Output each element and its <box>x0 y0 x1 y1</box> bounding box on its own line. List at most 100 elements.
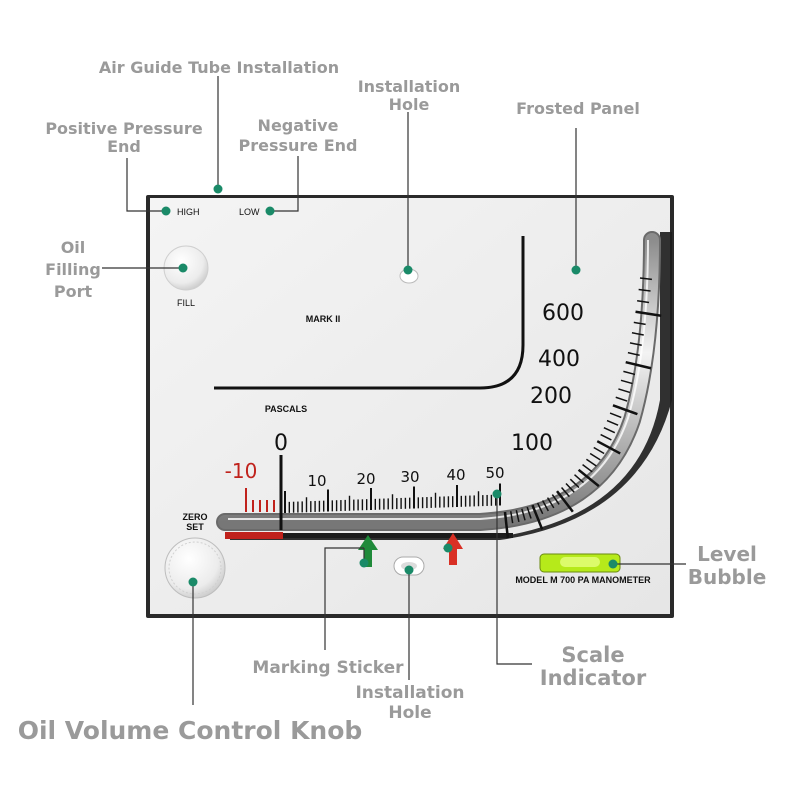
scale-label-600: 600 <box>542 301 584 326</box>
dot-high <box>161 206 171 216</box>
model-label: MODEL M 700 PA MANOMETER <box>515 575 651 585</box>
callout-oil-filling-1: Oil <box>61 238 86 257</box>
curve-scale-tick <box>582 464 593 473</box>
callout-installation-hole-top-1: Installation <box>358 77 461 96</box>
curve-scale-tick <box>600 433 612 441</box>
callout-installation-hole-top-2: Hole <box>389 95 430 114</box>
dot-low <box>265 206 275 216</box>
dot-marking-sticker <box>359 558 369 568</box>
curve-scale-tick <box>577 468 600 488</box>
callout-installation-hole-bottom-1: Installation <box>355 683 464 703</box>
pascals-label: PASCALS <box>265 404 307 414</box>
curve-scale-tick <box>618 388 631 394</box>
curve-scale-tick <box>521 508 526 521</box>
curve-scale-tick <box>625 360 652 370</box>
oil-volume-control-knob <box>164 537 226 599</box>
dot-oil-knob <box>188 577 198 587</box>
zero-set-label-line1: ZERO <box>182 512 207 522</box>
curve-scale-tick <box>551 494 560 505</box>
callout-negative-pressure-2: Pressure End <box>239 136 358 155</box>
level-bubble <box>539 553 621 573</box>
curve-scale-tick <box>638 288 651 292</box>
callout-level-bubble-2: Bubble <box>688 565 767 589</box>
zero-set-label-line2: SET <box>186 522 204 532</box>
curve-scale-tick <box>637 300 650 304</box>
scale-label-200: 200 <box>530 384 572 409</box>
curve-scale-tick <box>565 482 575 493</box>
scale-label-50: 50 <box>485 464 504 482</box>
curve-scale-tick <box>503 511 510 538</box>
marking-sticker-green-arrow <box>358 535 378 567</box>
callout-scale-indicator-2: Indicator <box>540 666 647 690</box>
curve-scale-tick <box>569 478 580 489</box>
curve-scale-tick <box>531 504 544 530</box>
callout-level-bubble-1: Level <box>697 542 757 566</box>
callout-frosted-panel: Frosted Panel <box>516 99 640 118</box>
fill-label: FILL <box>177 298 195 308</box>
callout-oil-volume-knob: Oil Volume Control Knob <box>18 716 363 745</box>
dot-scale-indicator <box>492 489 502 499</box>
curve-scale-tick <box>589 452 601 461</box>
curve-scale-tick <box>541 500 549 512</box>
curve-scale-tick <box>609 412 622 419</box>
dot-frosted-panel <box>571 265 581 275</box>
high-label: HIGH <box>177 207 200 217</box>
callout-dots <box>161 184 618 587</box>
dot-installation-top <box>403 265 413 275</box>
callout-marking-sticker: Marking Sticker <box>252 658 404 678</box>
negative-red-strip <box>225 532 283 539</box>
callout-positive-pressure-1: Positive Pressure <box>45 119 203 138</box>
callout-positive-pressure-2: End <box>107 137 141 156</box>
negative-ticks <box>245 488 275 512</box>
curved-scale-ticks <box>503 277 662 538</box>
curve-scale-tick <box>629 342 642 346</box>
curve-scale-tick <box>627 351 640 356</box>
scale-label-30: 30 <box>400 468 419 486</box>
scale-label-10: 10 <box>307 472 326 490</box>
curve-scale-tick <box>631 332 644 336</box>
callout-installation-hole-bottom-2: Hole <box>388 703 431 723</box>
curve-scale-tick <box>603 427 616 434</box>
curve-scale-tick <box>593 446 605 455</box>
dot-red-arrow <box>443 543 453 553</box>
dot-air-guide <box>213 184 223 194</box>
scale-label-100: 100 <box>511 431 553 456</box>
callout-oil-filling-3: Port <box>54 282 93 301</box>
callout-scale-indicator-1: Scale <box>561 643 624 667</box>
curve-scale-tick <box>515 509 520 523</box>
leader-lines <box>102 76 686 705</box>
curve-scale-tick <box>556 490 574 513</box>
dot-installation-bottom <box>404 565 414 575</box>
curve-scale-tick <box>585 458 597 467</box>
dot-level-bubble <box>608 559 618 569</box>
callout-air-guide-tube: Air Guide Tube Installation <box>99 58 339 77</box>
curve-scale-tick <box>623 370 636 376</box>
glass-tube <box>216 231 661 531</box>
curve-scale-tick <box>546 497 555 509</box>
curve-scale-tick <box>574 474 585 484</box>
callout-oil-filling-2: Filling <box>45 260 101 279</box>
curve-scale-tick <box>596 440 621 455</box>
callout-negative-pressure-1: Negative <box>258 116 339 135</box>
scale-label-negative-10: -10 <box>225 459 258 483</box>
curve-scale-tick <box>526 506 532 519</box>
curve-scale-tick <box>615 396 628 402</box>
curve-scale-tick <box>635 310 662 317</box>
curve-scale-tick <box>633 321 646 326</box>
low-label: LOW <box>239 207 260 217</box>
curve-scale-tick <box>606 419 619 426</box>
dot-oil-filling <box>178 263 188 273</box>
curve-scale-tick <box>536 502 544 515</box>
curve-scale-tick <box>639 277 653 281</box>
scale-label-20: 20 <box>356 470 375 488</box>
curve-scale-tick <box>612 404 638 416</box>
marking-sticker-red-arrow <box>443 533 463 565</box>
scale-label-40: 40 <box>446 466 465 484</box>
curve-scale-tick <box>509 511 514 524</box>
manometer-body <box>146 195 674 618</box>
curve-scale-tick <box>560 486 570 498</box>
reservoir-line <box>214 236 525 390</box>
frosted-panel-surface <box>150 198 670 614</box>
scale-label-400: 400 <box>538 347 580 372</box>
